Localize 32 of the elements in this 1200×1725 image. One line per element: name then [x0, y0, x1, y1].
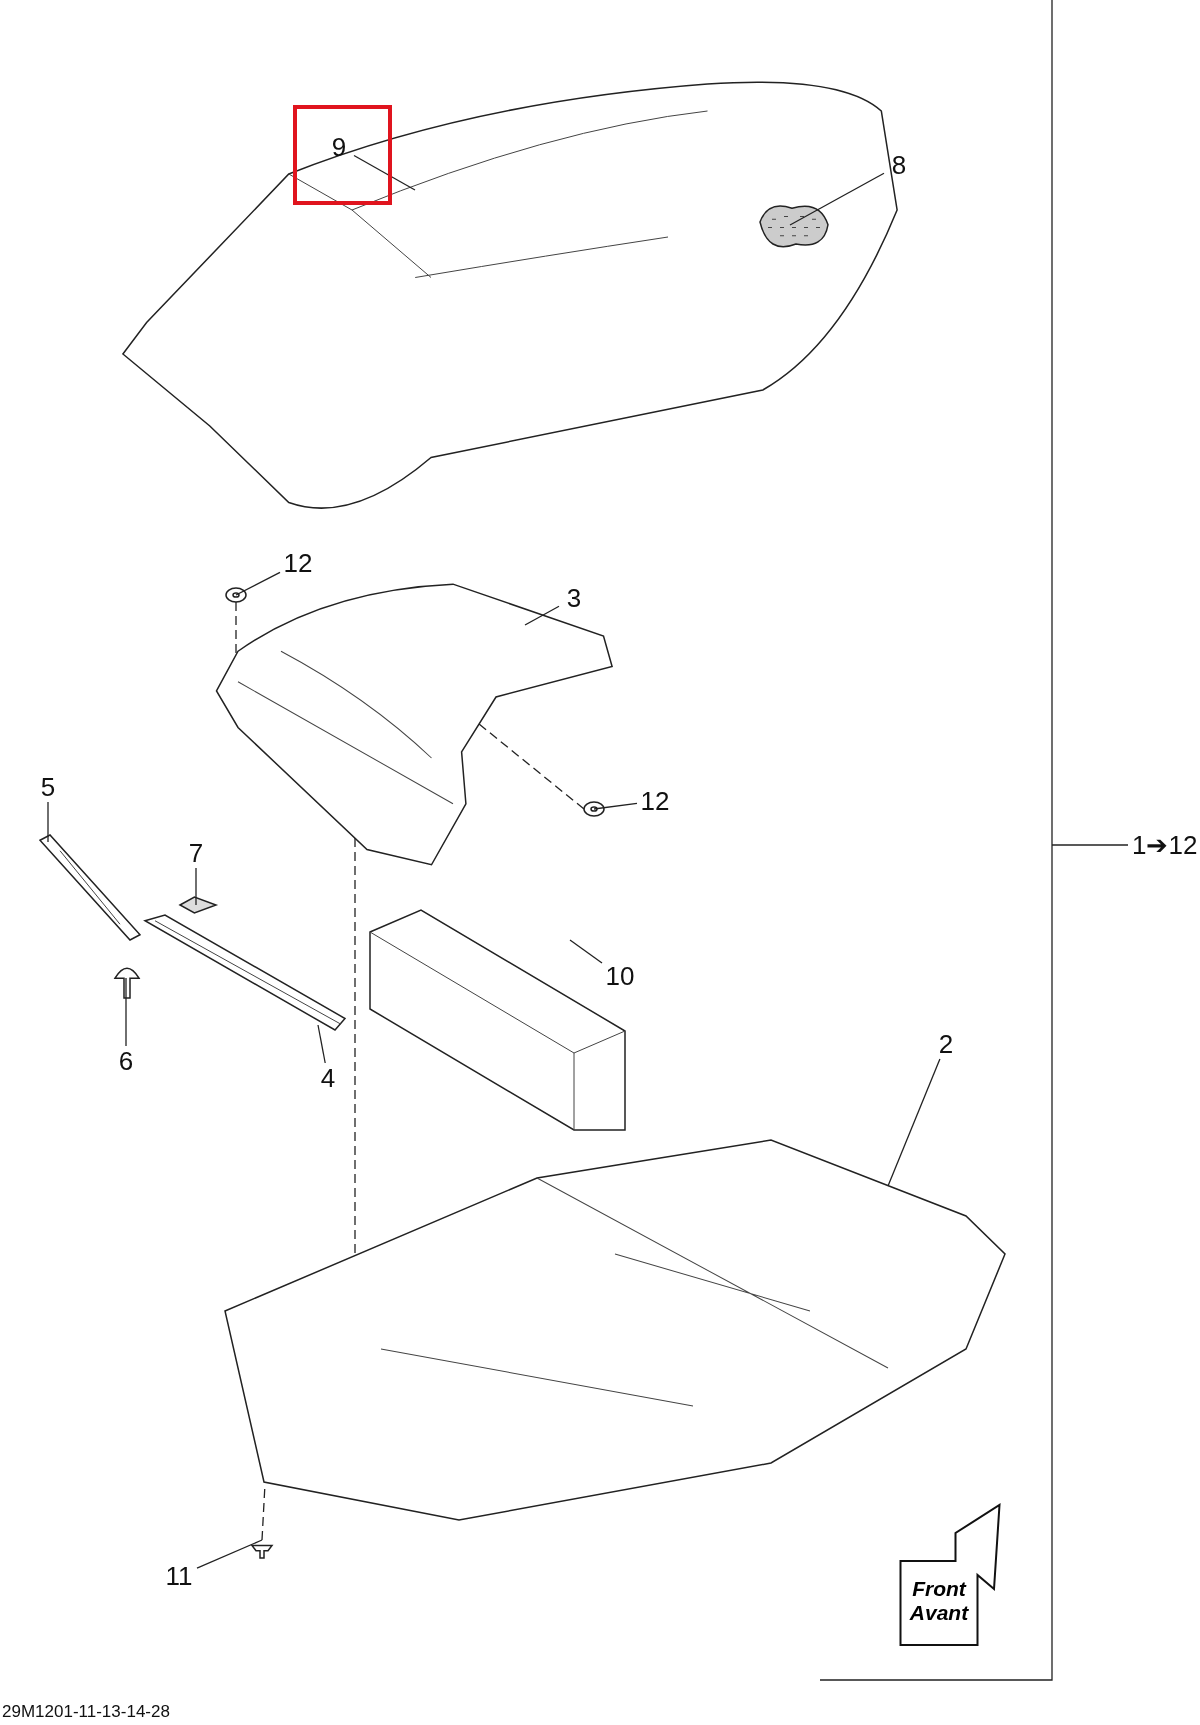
callout-number: 2	[931, 1029, 961, 1059]
leader-line	[593, 802, 638, 810]
callout-number: 3	[559, 583, 589, 613]
leader-line	[317, 1024, 326, 1064]
tray-drawing	[225, 1140, 1005, 1520]
leader-line	[196, 1539, 263, 1569]
assembly-line	[478, 723, 585, 810]
leader-line	[235, 571, 281, 596]
callout-number: 8	[884, 150, 914, 180]
callout-number: 10	[602, 961, 638, 991]
leader-line	[125, 977, 127, 1047]
callout-number: 6	[111, 1046, 141, 1076]
leader-line	[353, 154, 416, 191]
callout-number: 9	[324, 132, 354, 162]
callout-number: 7	[181, 838, 211, 868]
leader-line	[569, 939, 603, 964]
callout-number: 4	[313, 1063, 343, 1093]
plate-drawing	[145, 915, 345, 1030]
leader-line	[195, 867, 197, 906]
callout-number: 11	[161, 1561, 197, 1591]
washer-drawing	[226, 588, 246, 602]
bracket-drawing	[40, 835, 140, 940]
callout-number: 12	[637, 786, 673, 816]
range-label: 1➔12	[1132, 830, 1198, 861]
callout-number: 12	[280, 548, 316, 578]
washer-drawing	[584, 802, 604, 816]
leader-line	[47, 801, 49, 843]
leader-line	[887, 1058, 941, 1187]
leader-line	[789, 172, 885, 226]
leader-line	[524, 605, 560, 626]
drawing-number: 29M1201-11-13-14-28	[2, 1702, 170, 1722]
callout-number: 5	[33, 772, 63, 802]
